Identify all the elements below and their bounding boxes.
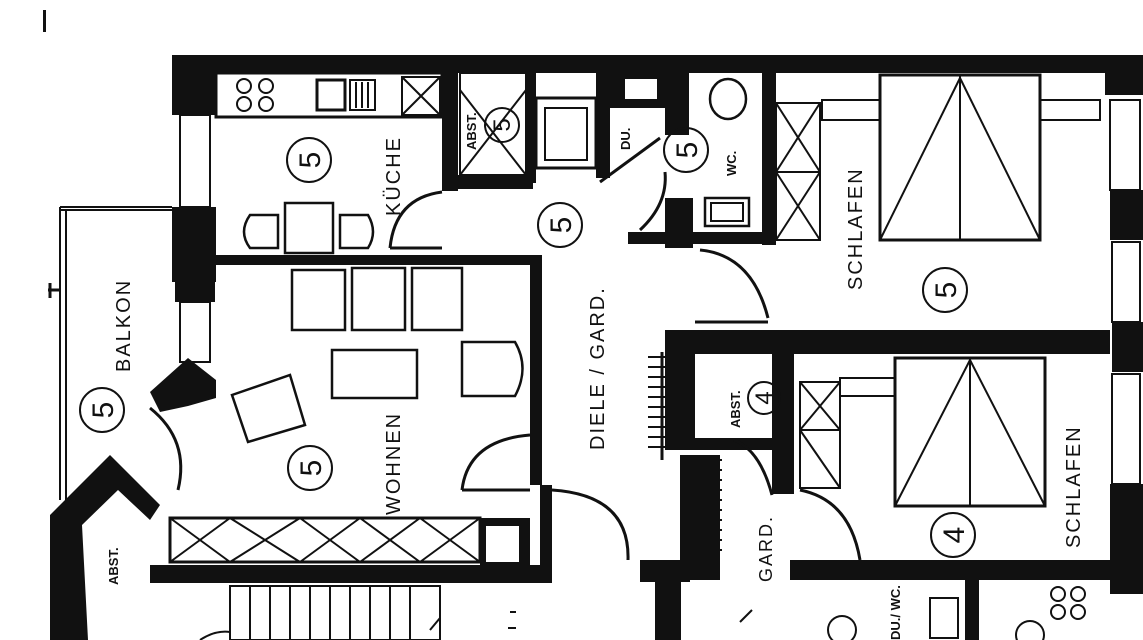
balkon-number-circle [79,387,125,433]
abst-left-label: ABST. [106,547,121,585]
gard-rail [680,455,722,580]
du-label: DU. [618,128,633,150]
wc-number: 5 [671,142,704,159]
schlafen-bottom-number-circle [930,512,976,558]
abst-mid-number-circle [747,381,781,415]
bed-top [821,73,1101,242]
abst-kitchen-number: 5 [489,118,516,131]
kitchen-fixtures [214,71,444,255]
schlafen-bottom-number: 4 [938,527,971,544]
wardrobe-top [775,102,821,241]
stair-marks [648,356,665,448]
diele-number: 5 [545,217,578,234]
du-wc-bottom-circle [827,615,857,640]
abst-mid-number: 4 [751,391,778,404]
abst-mid-label: ABST. [728,390,743,428]
bottom-right-fixture [929,586,1086,640]
abst-kitchen-label: ABST. [464,112,479,150]
wc-label: WC. [724,151,739,176]
abst-kitchen-fixtures [458,72,536,189]
wardrobe-middle [799,381,841,489]
kueche-label: KÜCHE [383,136,405,216]
wohnen-label: WOHNEN [383,412,405,515]
schlafen-top-number: 5 [930,282,963,299]
staircase [199,585,441,640]
schlafen-bottom-label: SCHLAFEN [1063,425,1085,548]
balkon-number: 5 [87,402,120,419]
diele-number-circle [537,202,583,248]
bed-bottom [839,356,1047,508]
schlafen-top-label: SCHLAFEN [845,167,867,290]
kueche-number-circle [286,137,332,183]
abst-kitchen-number-circle [484,107,520,143]
diele-label: DIELE / GARD. [587,286,609,450]
wc-number-circle [663,127,709,173]
balcony-wall [50,455,160,640]
gard-slash [739,609,753,623]
living-furniture [230,266,524,444]
exterior-walls [150,55,1143,594]
wc-fixtures [599,73,773,248]
gard-mid-label: GARD. [756,515,776,582]
du-wc-bottom-label: DU./ WC. [888,585,903,640]
shower-fixtures [534,73,665,178]
wohnen-number: 5 [295,460,328,477]
kueche-number: 5 [294,152,327,169]
balkon-label: BALKON [113,279,135,372]
schlafen-top-number-circle [922,267,968,313]
corner-tick [43,10,46,32]
wohnen-number-circle [287,445,333,491]
balcony-outline [48,206,172,500]
